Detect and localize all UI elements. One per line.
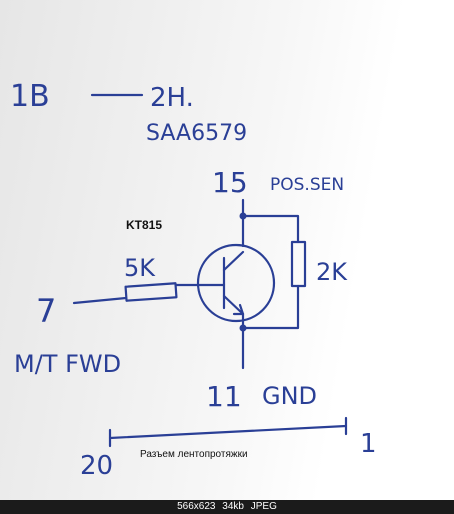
image-status-bar: 566x623 34kb JPEG <box>0 500 454 514</box>
connector-left-number: 20 <box>80 451 113 481</box>
title-right: 2H. <box>150 83 194 113</box>
connector-caption: Разъем лентопротяжки <box>140 449 248 460</box>
resistor-left-label: 5K <box>124 254 156 282</box>
bottom-right-wire <box>241 284 300 330</box>
pin11-label: GND <box>262 382 317 410</box>
resistor-5k <box>124 282 178 302</box>
status-size: 34kb <box>222 501 244 512</box>
resistor-right-label: 2K <box>316 258 348 286</box>
top-right-wire <box>241 214 300 244</box>
transistor-label: KT815 <box>126 218 162 232</box>
pin15-number: 15 <box>212 166 248 199</box>
title-left: 1B <box>10 79 50 114</box>
status-dimensions: 566x623 <box>177 501 216 512</box>
status-format: JPEG <box>250 501 277 512</box>
resistor-2k <box>290 240 307 288</box>
pin7-number: 7 <box>36 292 56 330</box>
chip-name: SAA6579 <box>146 121 247 146</box>
schematic-photo: 1B 2H. SAA6579 15 POS.SEN KT815 2K 5K 7 … <box>0 0 454 500</box>
pin11-number: 11 <box>206 380 242 413</box>
connector-line <box>108 424 348 440</box>
emitter-lead <box>222 294 245 316</box>
connector-right-number: 1 <box>360 429 377 459</box>
pin15-label: POS.SEN <box>270 175 344 195</box>
bottom-node <box>239 324 247 332</box>
schematic-drawing: 1B 2H. SAA6579 15 POS.SEN KT815 2K 5K 7 … <box>10 79 377 481</box>
pin7-wire <box>72 296 128 305</box>
pin7-label: M/T FWD <box>14 350 121 378</box>
transistor-body <box>196 243 276 323</box>
collector-lead <box>222 250 245 272</box>
